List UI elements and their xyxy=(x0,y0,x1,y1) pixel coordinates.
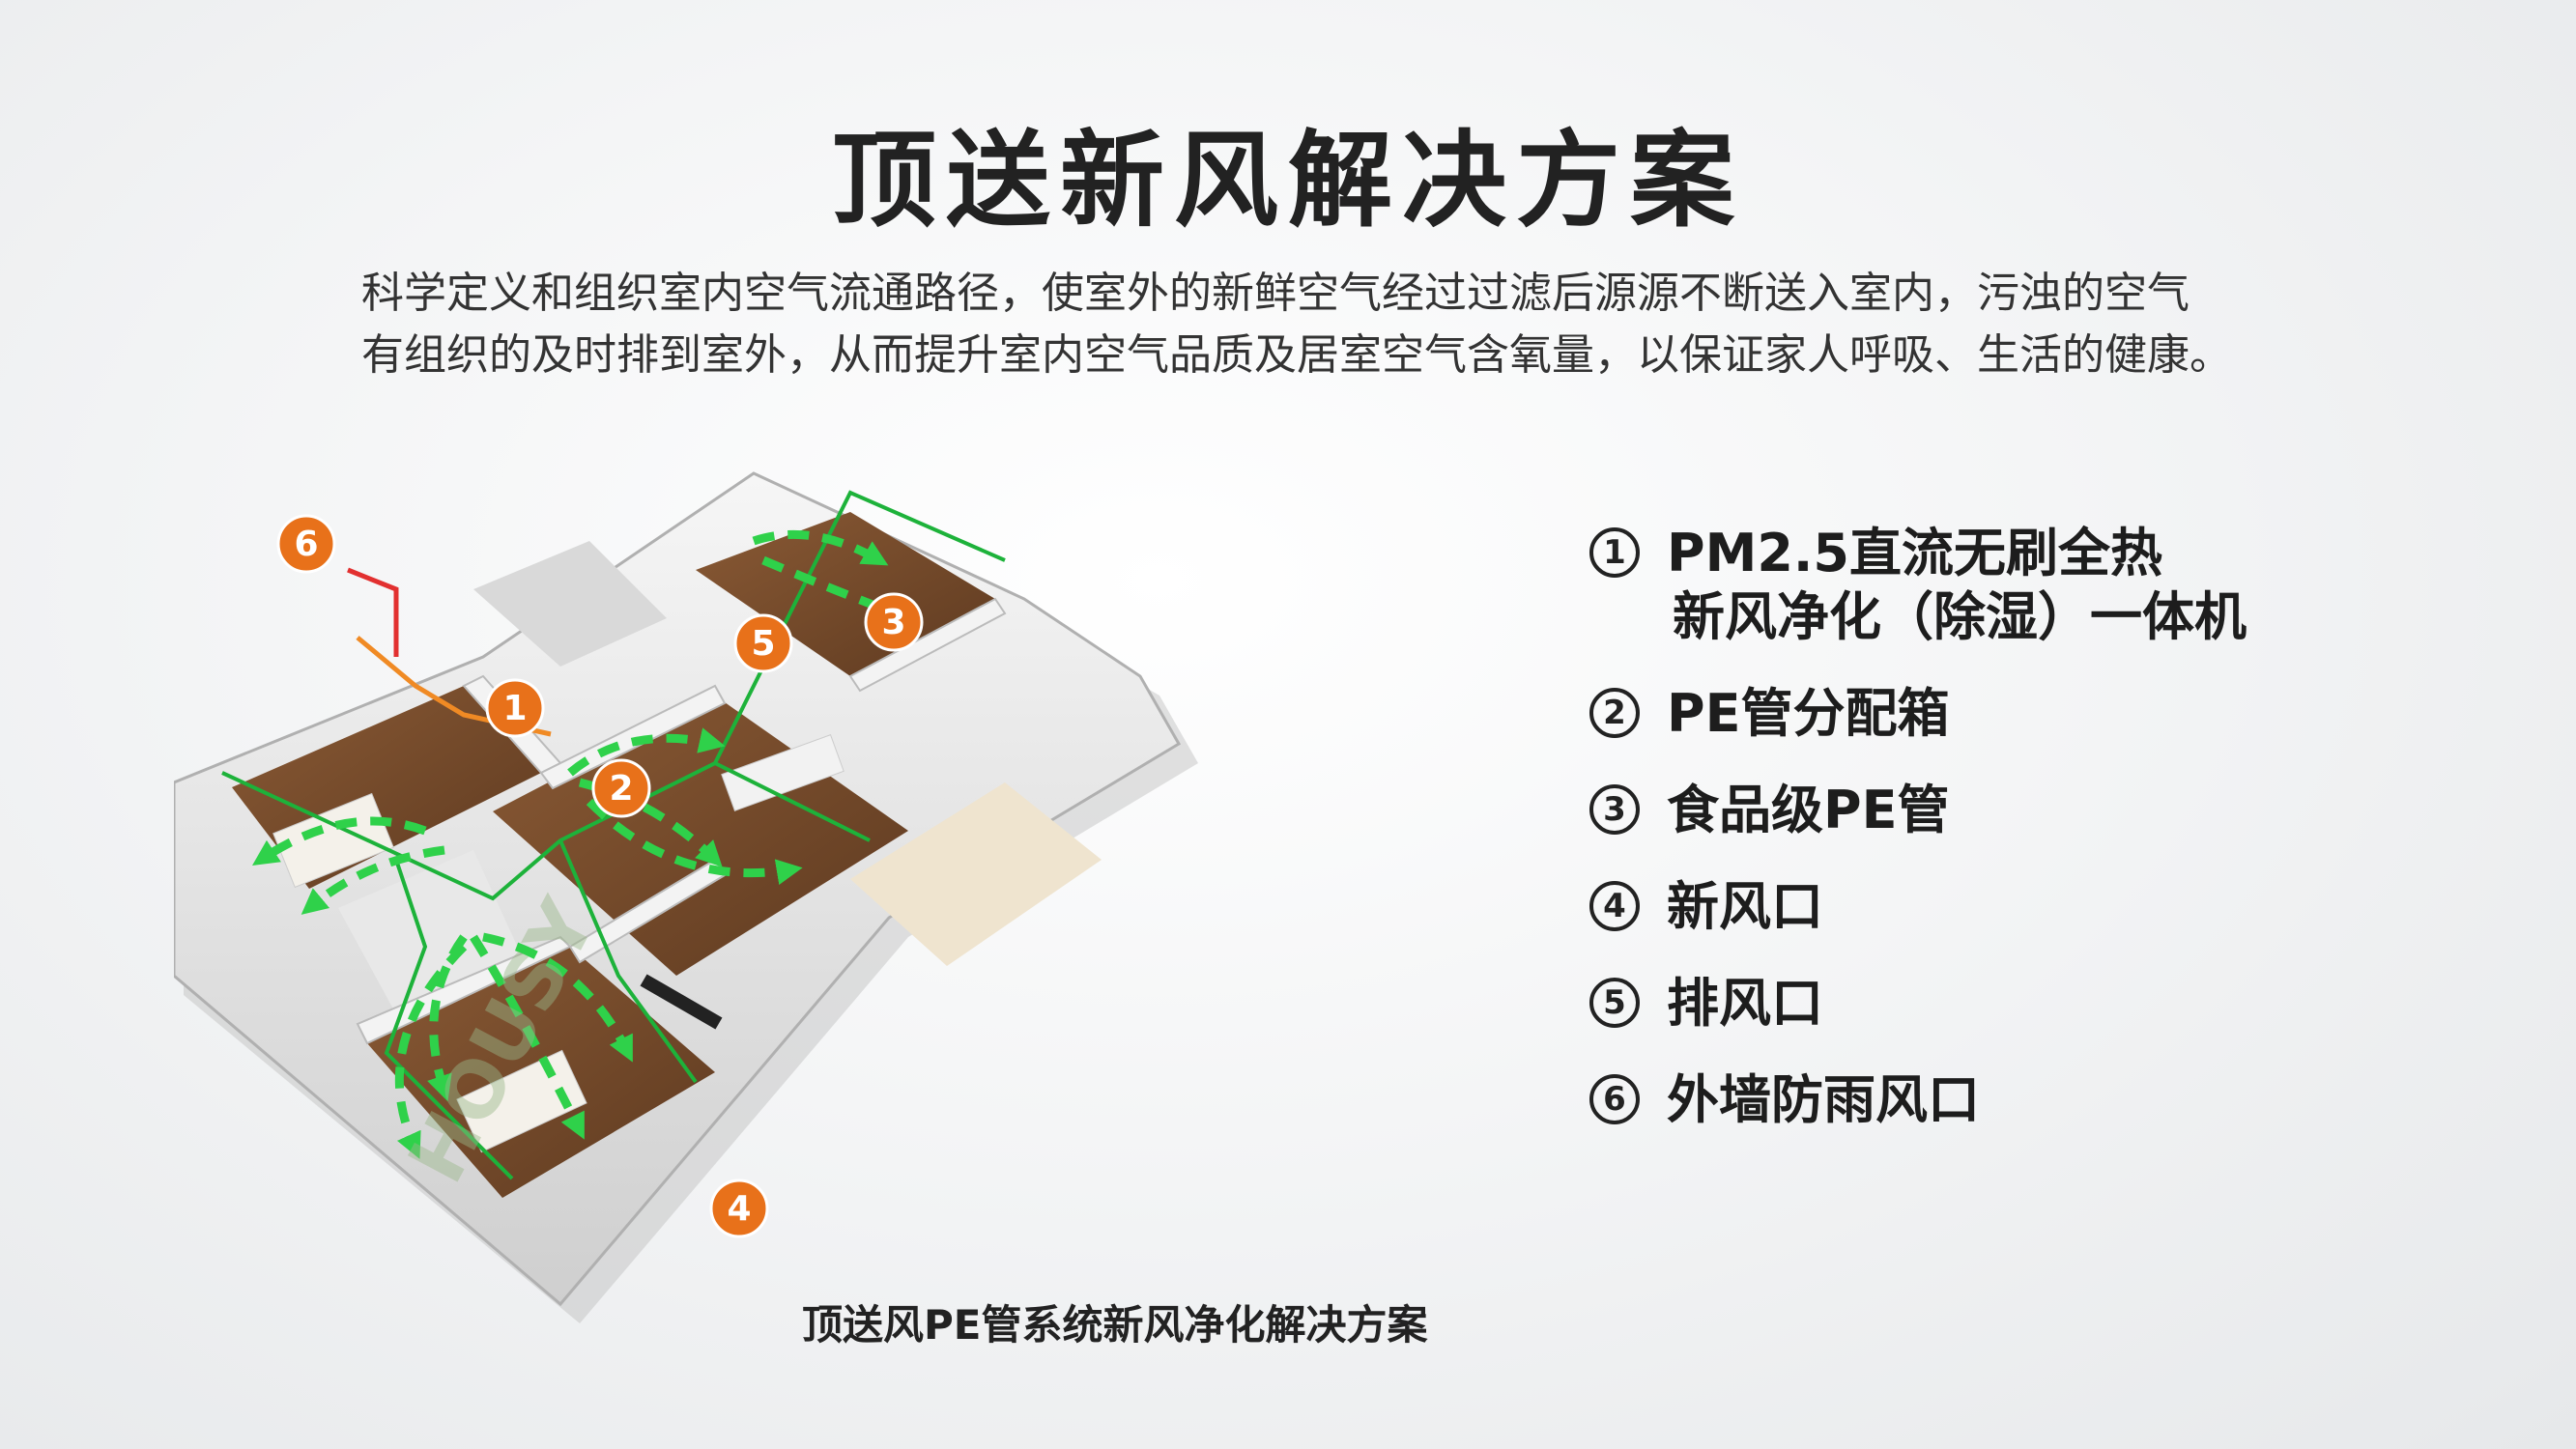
legend-label-5: 排风口 xyxy=(1667,973,1823,1034)
legend-number-1: 1 xyxy=(1589,527,1640,578)
legend-number-5: 5 xyxy=(1589,978,1640,1028)
svg-text:1: 1 xyxy=(502,689,527,728)
marker-1: 1 xyxy=(485,678,545,738)
svg-text:2: 2 xyxy=(609,769,633,809)
marker-4: 4 xyxy=(709,1179,769,1238)
diagram-caption: 顶送风PE管系统新风净化解决方案 xyxy=(802,1301,1428,1349)
legend-item-5: 5 排风口 xyxy=(1589,972,2459,1036)
marker-2: 2 xyxy=(591,758,651,818)
legend-text-4: 新风口 xyxy=(1667,875,1823,939)
tv-wall xyxy=(640,974,723,1030)
svg-text:3: 3 xyxy=(881,603,905,642)
legend-label-3: 食品级PE管 xyxy=(1667,780,1950,840)
outdoor-vent-duct xyxy=(347,567,399,657)
legend-item-6: 6 外墙防雨风口 xyxy=(1589,1068,2459,1132)
description: 科学定义和组织室内空气流通路径，使室外的新鲜空气经过过滤后源源不断送入室内，污浊… xyxy=(361,263,2255,386)
legend-item-3: 3 食品级PE管 xyxy=(1589,779,2459,842)
svg-text:6: 6 xyxy=(294,525,318,564)
legend-text-6: 外墙防雨风口 xyxy=(1667,1068,1980,1132)
svg-text:4: 4 xyxy=(727,1189,751,1229)
legend-label-6: 外墙防雨风口 xyxy=(1667,1069,1980,1130)
svg-text:5: 5 xyxy=(751,624,775,664)
legend-number-4: 4 xyxy=(1589,881,1640,931)
marker-6: 6 xyxy=(276,514,336,574)
floorplan-diagram: HOUSY 6 1 5 3 2 xyxy=(174,454,1469,1333)
legend-item-1: 1 PM2.5直流无刷全热 新风净化（除湿）一体机 xyxy=(1589,522,2459,649)
legend-label-4: 新风口 xyxy=(1667,876,1823,937)
legend-text-2: PE管分配箱 xyxy=(1667,682,1949,746)
legend-text-5: 排风口 xyxy=(1667,972,1823,1036)
kitchen-floor xyxy=(473,541,667,667)
page-title: 顶送新风解决方案 xyxy=(831,121,1744,242)
diagram-markers: 6 1 5 3 2 4 xyxy=(276,514,924,1238)
sofa xyxy=(721,734,844,811)
legend-item-4: 4 新风口 xyxy=(1589,875,2459,939)
legend-number-3: 3 xyxy=(1589,784,1640,835)
legend-label-2: PE管分配箱 xyxy=(1667,683,1950,744)
legend-text-1: PM2.5直流无刷全热 新风净化（除湿）一体机 xyxy=(1667,522,2247,649)
marker-5: 5 xyxy=(733,613,793,673)
legend-number-2: 2 xyxy=(1589,688,1640,738)
description-line-1: 科学定义和组织室内空气流通路径，使室外的新鲜空气经过过滤后源源不断送入室内，污浊… xyxy=(361,269,2190,318)
legend-label-1b: 新风净化（除湿）一体机 xyxy=(1673,586,2247,647)
legend: 1 PM2.5直流无刷全热 新风净化（除湿）一体机 2 PE管分配箱 3 食品级… xyxy=(1589,522,2459,1165)
marker-3: 3 xyxy=(864,592,924,652)
description-line-2: 有组织的及时排到室外，从而提升室内空气品质及居室空气含氧量，以保证家人呼吸、生活… xyxy=(361,330,2232,380)
legend-number-6: 6 xyxy=(1589,1074,1640,1124)
balcony-floor xyxy=(850,782,1102,966)
legend-item-2: 2 PE管分配箱 xyxy=(1589,682,2459,746)
legend-text-3: 食品级PE管 xyxy=(1667,779,1949,842)
bed-bottom xyxy=(456,1049,587,1153)
legend-label-1a: PM2.5直流无刷全热 xyxy=(1667,523,2162,583)
